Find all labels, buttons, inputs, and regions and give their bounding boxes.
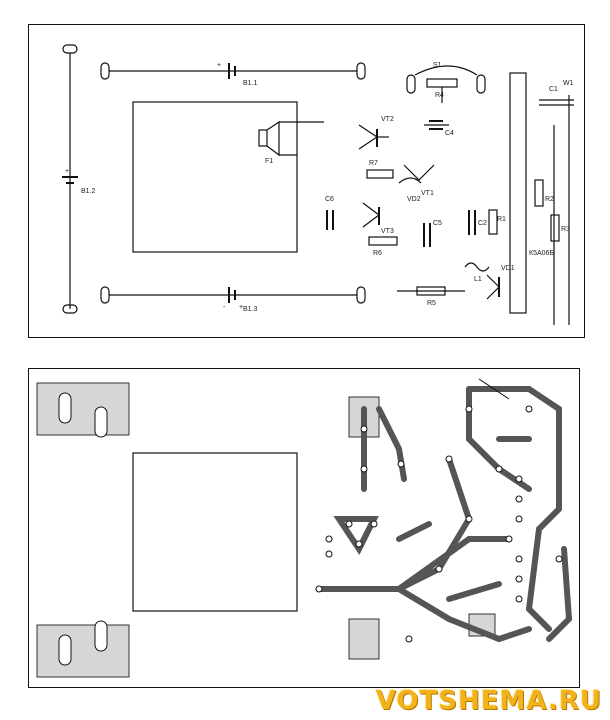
battery-b13-left-contact (100, 286, 110, 304)
pcb-pad-bottom-left (36, 624, 130, 678)
label-vd2: VD2 (407, 196, 421, 203)
pcb-trace (396, 586, 532, 643)
diode-vd2 (398, 177, 422, 184)
battery-b12-top-contact (62, 44, 78, 54)
label-r7: R7 (369, 160, 378, 167)
label-vd1: VD1 (501, 265, 515, 272)
resistor-r3 (550, 214, 560, 242)
switch-s1-contact-right (476, 74, 486, 94)
pcb-trace (316, 536, 512, 592)
label-f1: F1 (265, 158, 273, 165)
pcb-layout-panel (28, 368, 580, 688)
label-c6: C6 (325, 196, 334, 203)
resistor-r1 (488, 209, 498, 235)
speaker-outline (132, 101, 298, 253)
transistor-vt2 (358, 124, 379, 150)
pcb-trace (446, 581, 502, 602)
label-r4: R4 (435, 92, 444, 99)
pcb-trace (546, 546, 573, 642)
pcb-trace (466, 386, 562, 512)
pcb-trace (333, 516, 379, 555)
component-layout-panel: B1.1 B1.2 B1.3 F1 VT2 VT3 VT1 VD2 VD1 C1… (28, 24, 585, 338)
pcb-trace (446, 456, 472, 522)
label-c2: C2 (478, 220, 487, 227)
label-l1: L1 (474, 276, 482, 283)
label-vt1: VT1 (421, 190, 434, 197)
label-chip: К5А06Б (529, 250, 554, 257)
diode-vd1 (486, 274, 500, 300)
battery-b12-bottom-contact (62, 304, 78, 314)
resistor-r7 (366, 169, 394, 179)
switch-s1-arc (414, 65, 478, 76)
label-r2: R2 (545, 196, 554, 203)
label-r5: R5 (427, 300, 436, 307)
label-r6: R6 (373, 250, 382, 257)
label-minus-b13: - (223, 304, 226, 311)
label-vt3: VT3 (381, 228, 394, 235)
pcb-lead-wire (478, 378, 510, 400)
label-w1: W1 (563, 80, 574, 87)
label-b12: B1.2 (81, 188, 96, 195)
switch-s1-contact-left (406, 74, 416, 94)
speaker-f1-cone (266, 120, 280, 157)
transistor-vt3 (362, 202, 380, 228)
resistor-r6 (368, 236, 398, 246)
label-b11: B1.1 (243, 80, 258, 87)
resistor-r2 (534, 179, 544, 207)
chip-strip (509, 72, 527, 314)
resistor-r4 (426, 78, 458, 88)
label-c1: C1 (549, 86, 558, 93)
inductor-l1 (464, 262, 490, 272)
label-c4: C4 (445, 130, 454, 137)
pcb-trace (396, 521, 432, 542)
pcb-trace (376, 406, 407, 482)
pcb-layout-drawing (36, 378, 573, 678)
transistor-vt1 (403, 164, 435, 181)
label-b13: B1.3 (243, 306, 258, 313)
pcb-trace (466, 386, 532, 492)
label-vt2: VT2 (381, 116, 394, 123)
label-c5: C5 (433, 220, 442, 227)
site-watermark: VOTSHEMA.RU (375, 686, 602, 716)
battery-b11-left-contact (100, 62, 110, 80)
label-r1: R1 (497, 216, 506, 223)
label-plus-b12: + (65, 168, 69, 175)
label-plus-b11: + (217, 62, 221, 69)
label-plus-b13: + (239, 304, 243, 311)
pcb-pad-bottom-center (348, 618, 380, 660)
component-layout-drawing: B1.1 B1.2 B1.3 F1 VT2 VT3 VT1 VD2 VD1 C1… (62, 44, 574, 325)
battery-b13-right-contact (356, 286, 366, 304)
pcb-pad-top-left (36, 382, 130, 436)
pcb-speaker-cutout (132, 452, 298, 612)
speaker-f1-magnet (258, 129, 268, 147)
label-s1: S1 (433, 62, 442, 69)
battery-b11-right-contact (356, 62, 366, 80)
label-r3: R3 (561, 226, 570, 233)
pcb-trace (525, 506, 562, 632)
